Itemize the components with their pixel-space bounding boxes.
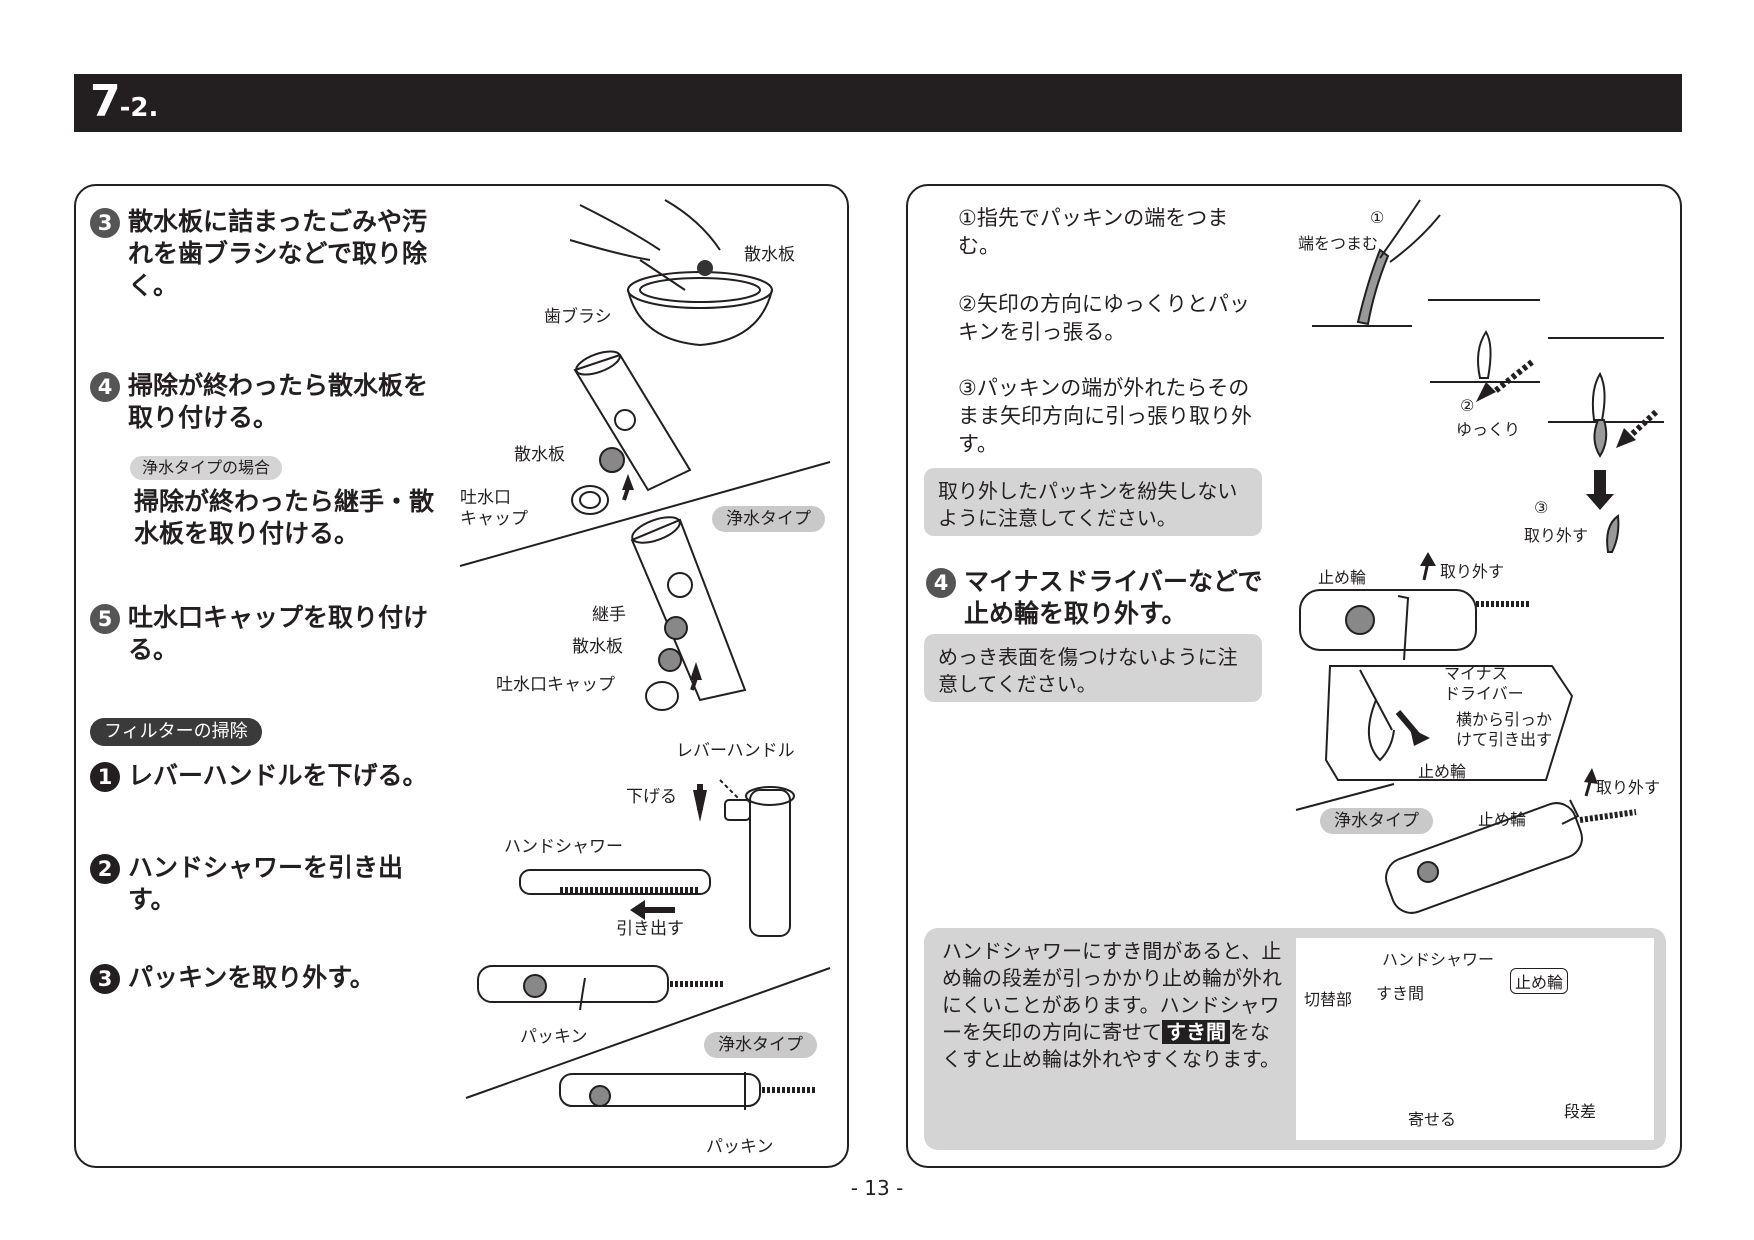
label-tomewa-3: 止め輪 [1478, 810, 1527, 829]
label-circle-2: ② [1460, 396, 1475, 415]
label-tomewa-2: 止め輪 [1418, 762, 1467, 781]
left-panel [74, 184, 849, 1168]
label-yoko-kara: 横から引っか けて引き出す [1456, 710, 1553, 749]
water-type-instruction: 掃除が終わったら継手・散水板を取り付ける。 [134, 487, 435, 548]
label-kirikae: 切替部 [1304, 990, 1353, 1009]
filter-step-3: 3 パッキンを取り外す。 [90, 962, 440, 994]
step-number: 1 [90, 762, 120, 792]
step-3-clean-plate: 3 散水板に詰まったごみや汚れを歯ブラシなどで取り除く。 [90, 206, 440, 302]
water-type-case-badge: 浄水タイプの場合 [130, 456, 283, 480]
label-circle-3: ③ [1534, 498, 1549, 517]
step-number: 5 [90, 604, 120, 634]
label-yoseru: 寄せる [1408, 1110, 1457, 1129]
highlight-sukima: すき間 [1162, 1020, 1230, 1044]
badge-jousui-type-2: 浄水タイプ [704, 1032, 817, 1058]
label-sansuiban: 散水板 [744, 245, 795, 265]
step-text: ハンドシャワーを引き出す。 [128, 853, 404, 914]
step-text: マイナスドライバーなどで止め輪を取り外す。 [964, 567, 1263, 628]
section-number: 7-2. [90, 76, 159, 127]
step-number: 2 [90, 854, 120, 884]
step-text: 吐水口キャップを取り付ける。 [128, 603, 429, 664]
note-keep-packing: 取り外したパッキンを紛失しないように注意してください。 [924, 468, 1262, 536]
step-4-remove-ring: 4 マイナスドライバーなどで止め輪を取り外す。 [926, 566, 1266, 630]
hand-shower-illustration-1 [477, 965, 725, 1011]
label-haburashi: 歯ブラシ [544, 307, 612, 327]
faucet-illustration [519, 779, 795, 937]
label-torihazusu-1: 取り外す [1524, 526, 1589, 545]
label-tosuikou-cap: 吐水口 キャップ [460, 488, 528, 529]
shower-head-illustration-1 [571, 350, 692, 515]
bowl-illustration [569, 199, 773, 347]
label-tsugite: 継手 [592, 605, 626, 625]
step-5-attach-cap: 5 吐水口キャップを取り付ける。 [90, 602, 440, 666]
section-header-bar: 7-2. [74, 74, 1682, 132]
step-number: 4 [926, 568, 956, 598]
label-circle-1: ① [1370, 208, 1385, 227]
step-number: 3 [90, 208, 120, 238]
filter-step-1: 1 レバーハンドルを下げる。 [90, 760, 460, 792]
step-number: 3 [90, 964, 120, 994]
step-text: レバーハンドルを下げる。 [128, 761, 428, 790]
label-sageru: 下げる [626, 787, 677, 807]
label-tomewa-1: 止め輪 [1318, 568, 1367, 587]
note-plating: めっき表面を傷つけないように注意してください。 [924, 634, 1262, 702]
badge-jousui-type-1: 浄水タイプ [712, 506, 825, 532]
label-torihazusu-3: 取り外す [1596, 778, 1661, 797]
label-packing-1: パッキン [520, 1027, 588, 1047]
label-sansuiban-3: 散水板 [572, 637, 623, 657]
label-lever-handle: レバーハンドル [676, 741, 795, 761]
label-hashi-tsumamu: 端をつまむ [1298, 234, 1379, 253]
shower-head-illustration-2 [630, 516, 747, 711]
filter-step-2: 2 ハンドシャワーを引き出す。 [90, 852, 440, 916]
label-torihazusu-2: 取り外す [1440, 562, 1505, 581]
tip-illustration-area [1296, 938, 1654, 1140]
step-4-attach-plate: 4 掃除が終わったら散水板を取り付ける。 [90, 370, 440, 434]
label-sansuiban-2: 散水板 [514, 445, 565, 465]
substep-1: ①指先でパッキンの端をつまむ。 [958, 206, 1229, 258]
page-number: - 13 - [850, 1176, 904, 1200]
packing-removal-illustration [1312, 199, 1664, 553]
badge-jousui-type-right: 浄水タイプ [1320, 808, 1433, 834]
step-text: 掃除が終わったら散水板を取り付ける。 [128, 371, 429, 432]
ring-removal-illustration [1295, 552, 1637, 914]
label-bottom-tomewa: 止め輪 [1510, 968, 1569, 994]
label-hikidasu: 引き出す [616, 919, 684, 939]
label-yukkuri: ゆっくり [1456, 420, 1521, 439]
label-minus-driver: マイナス ドライバー [1444, 664, 1524, 703]
label-packing-2: パッキン [706, 1137, 774, 1157]
label-sukima: すき間 [1376, 984, 1425, 1003]
hand-shower-illustration-2 [559, 1072, 815, 1110]
label-hand-shower: ハンドシャワー [504, 837, 623, 857]
tip-text: ハンドシャワーにすき間があると、止め輪の段差が引っかかり止め輪が外れにくいことが… [942, 939, 1282, 1071]
label-dansa: 段差 [1564, 1102, 1597, 1121]
step-number: 4 [90, 372, 120, 402]
substep-3: ③パッキンの端が外れたらそのまま矢印方向に引っ張り取り外す。 [958, 376, 1252, 456]
step-text: 散水板に詰まったごみや汚れを歯ブラシなどで取り除く。 [128, 207, 428, 300]
substep-2: ②矢印の方向にゆっくりとパッキンを引っ張る。 [958, 292, 1250, 344]
label-bottom-hand-shower: ハンドシャワー [1382, 950, 1495, 969]
label-tosuikou-cap-2: 吐水口キャップ [496, 675, 615, 695]
step-text: パッキンを取り外す。 [128, 963, 375, 992]
filter-cleaning-badge: フィルターの掃除 [90, 718, 262, 746]
